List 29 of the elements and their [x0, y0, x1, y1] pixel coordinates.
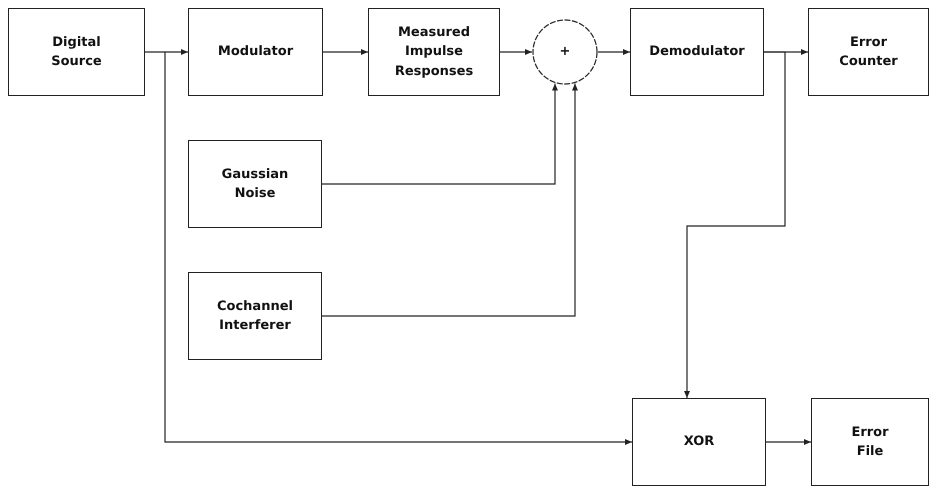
box-label: XOR: [684, 433, 714, 452]
box-label: Gaussian Noise: [220, 166, 290, 203]
box-label: Modulator: [218, 43, 294, 62]
summing-junction: [532, 19, 598, 85]
process-box: [368, 8, 500, 96]
arrow: [322, 83, 558, 185]
box-label: Error File: [850, 424, 890, 461]
arrow: [598, 49, 630, 55]
box-label: Cochannel Interferer: [216, 298, 294, 335]
process-box: [188, 8, 323, 96]
process-box: [8, 8, 145, 96]
process-box: [188, 272, 322, 360]
box-label: Error Counter: [838, 34, 899, 71]
sum-sign: +: [560, 43, 570, 62]
arrow: [164, 52, 632, 445]
arrow: [500, 49, 532, 55]
arrow: [323, 49, 368, 55]
box-label: Measured Impulse Responses: [394, 24, 474, 81]
box-label: Digital Source: [50, 34, 103, 71]
process-box: [811, 398, 929, 486]
box-label: Demodulator: [649, 43, 745, 62]
process-box: [630, 8, 764, 96]
process-box: [632, 398, 766, 486]
arrow: [684, 51, 786, 398]
arrow: [322, 83, 578, 317]
arrow: [766, 439, 811, 445]
arrow: [145, 49, 188, 55]
process-box: [188, 140, 322, 228]
process-box: [808, 8, 929, 96]
